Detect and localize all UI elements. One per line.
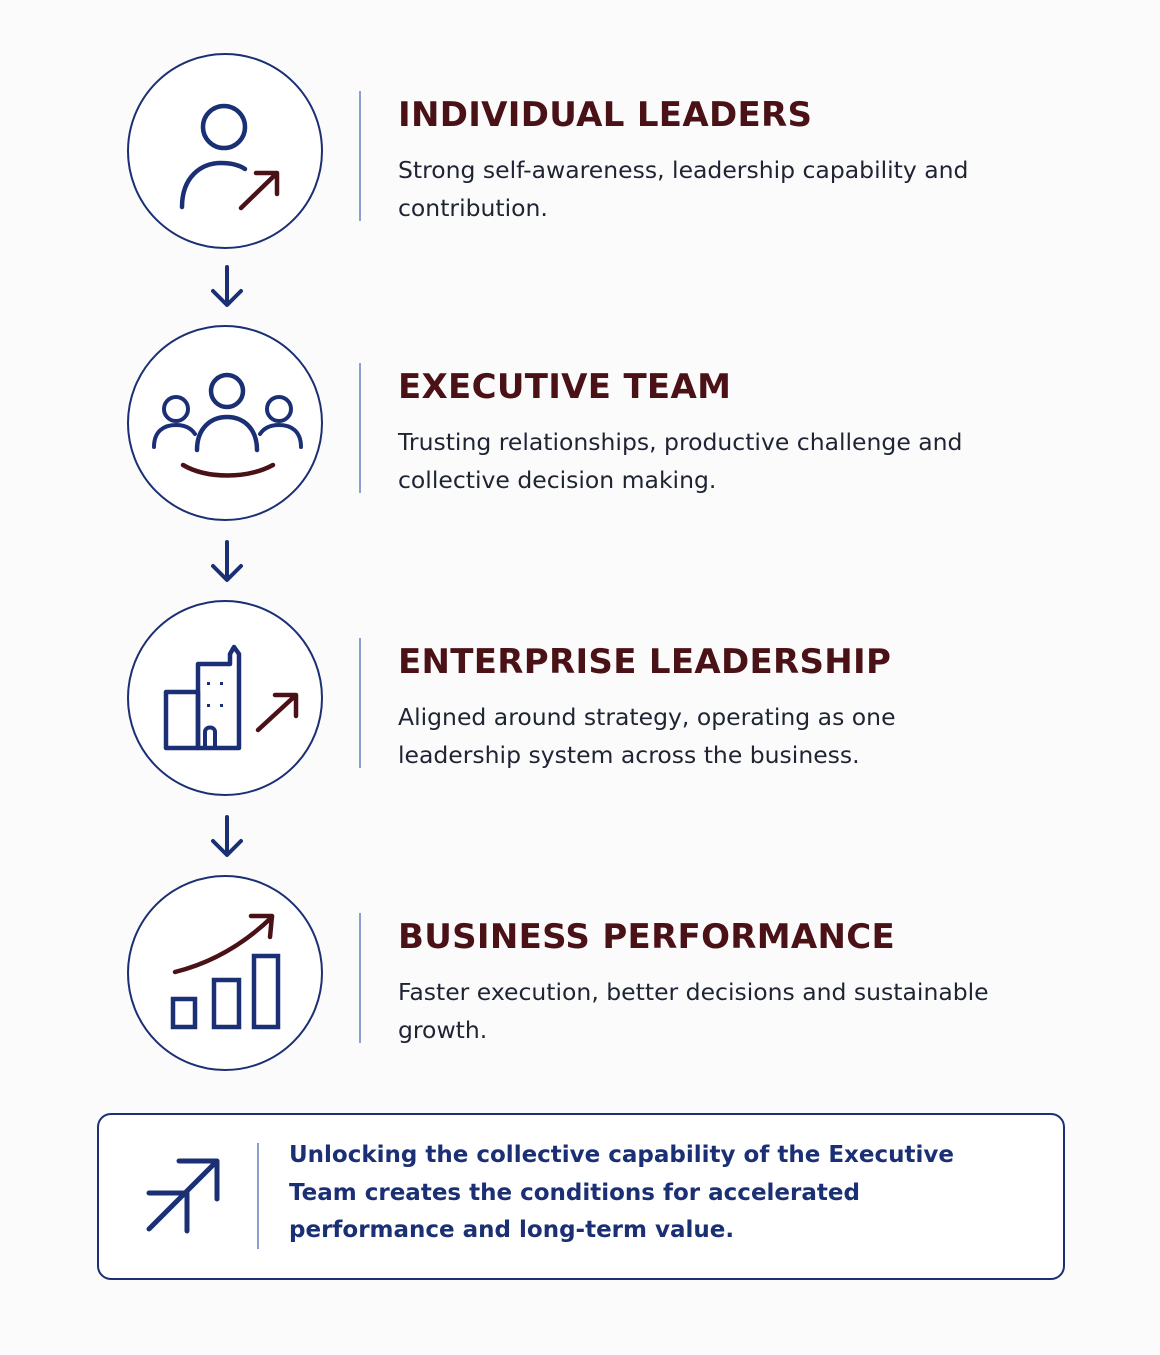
divider-line <box>359 91 361 221</box>
step-title: ENTERPRISE LEADERSHIP <box>398 642 892 682</box>
down-arrow-icon <box>211 540 243 582</box>
bar-chart-growth-icon <box>170 913 281 1030</box>
step-business-performance: BUSINESS PERFORMANCE Faster execution, b… <box>0 875 1160 1075</box>
step-circle <box>127 875 323 1071</box>
step-description: Trusting relationships, productive chall… <box>398 428 963 494</box>
step-title: INDIVIDUAL LEADERS <box>398 95 813 135</box>
down-arrow-icon <box>211 815 243 857</box>
team-icon <box>152 372 303 478</box>
expand-arrow-icon <box>146 1158 220 1234</box>
step-title: EXECUTIVE TEAM <box>398 367 732 407</box>
divider-line <box>359 913 361 1043</box>
callout-text: Unlocking the collective capability of t… <box>289 1142 954 1243</box>
step-description: Strong self-awareness, leadership capabi… <box>398 156 969 222</box>
divider-line <box>359 363 361 493</box>
step-individual-leaders: INDIVIDUAL LEADERS Strong self-awareness… <box>0 53 1160 253</box>
callout-divider <box>257 1143 259 1249</box>
divider-line <box>359 638 361 768</box>
step-description: Faster execution, better decisions and s… <box>398 978 989 1044</box>
step-executive-team: EXECUTIVE TEAM Trusting relationships, p… <box>0 325 1160 525</box>
step-circle <box>127 600 323 796</box>
down-arrow-icon <box>211 265 243 307</box>
summary-callout: Unlocking the collective capability of t… <box>97 1113 1065 1280</box>
step-enterprise-leadership: ENTERPRISE LEADERSHIP Aligned around str… <box>0 600 1160 800</box>
step-circle <box>127 53 323 249</box>
person-growth-icon <box>179 103 280 211</box>
step-description: Aligned around strategy, operating as on… <box>398 703 896 769</box>
building-growth-icon <box>163 644 299 751</box>
step-title: BUSINESS PERFORMANCE <box>398 917 896 957</box>
step-circle <box>127 325 323 521</box>
